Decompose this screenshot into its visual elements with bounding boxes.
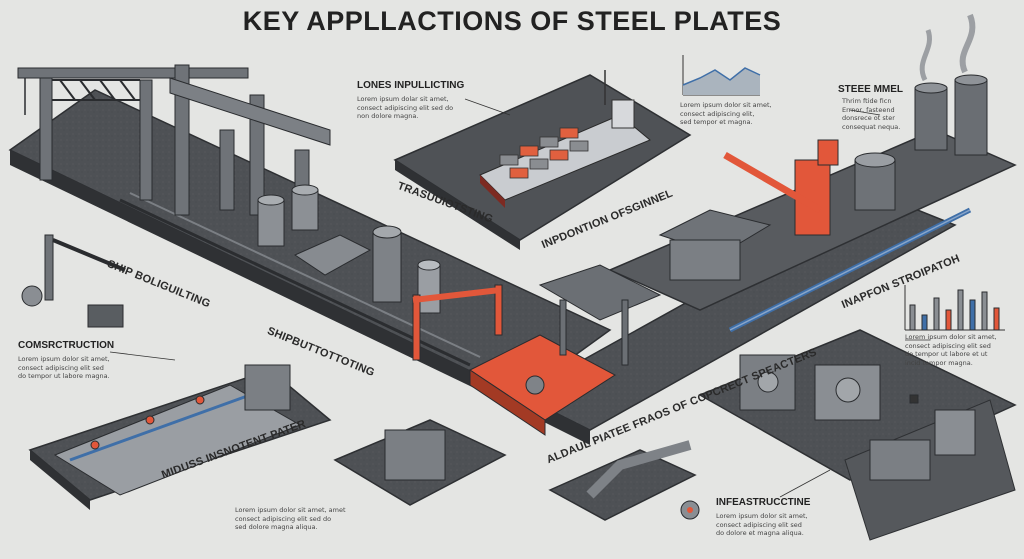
lones-body: Lorem ipsum dolar sit amet, consect adip… xyxy=(357,95,454,120)
machinery-icon xyxy=(698,329,1017,541)
chart-right-body: Lorem ipsum dolor sit amet, consect adip… xyxy=(905,333,997,367)
orange-crane-icon xyxy=(658,139,896,281)
steel-mill-smokestacks-icon xyxy=(914,13,988,156)
infrastructure-heading: INFEASTRUCCTINE xyxy=(716,497,811,508)
line-chart-icon xyxy=(682,55,761,96)
chart-note-body: Lorem ipsum dolor sit amet, consect adip… xyxy=(680,101,772,126)
page-title: KEY APPLLACTIONS OF STEEL PLATES xyxy=(242,6,782,36)
bar-chart-icon xyxy=(904,285,1005,331)
pipeline-icon xyxy=(333,419,700,521)
callout-lines xyxy=(109,98,930,498)
gantry-crane-icon xyxy=(17,64,331,216)
mining-truck-icon xyxy=(53,364,302,496)
miduss-body: Lorem ipsum dolor sit amet, amet consect… xyxy=(235,506,346,531)
steel-mill-body: Thrim ftide ficn Errnor, fasteend donsre… xyxy=(842,97,901,131)
construction-body: Lorem ipsum dolor sit amet, consect adip… xyxy=(18,355,110,380)
lones-heading: LONES INPULLICTING xyxy=(357,80,465,91)
steel-mill-heading: STEEE MMEL xyxy=(838,84,904,95)
steel-plate-press-icon xyxy=(412,264,662,436)
small-crane-icon xyxy=(21,234,126,328)
construction-heading: COMSRCTRUCTION xyxy=(18,340,115,351)
mining-truck-platform xyxy=(28,364,332,510)
infrastructure-body: Lorem ipsum dolor sit amet, consect adip… xyxy=(716,512,808,537)
cargo-ship-icon xyxy=(393,70,692,250)
